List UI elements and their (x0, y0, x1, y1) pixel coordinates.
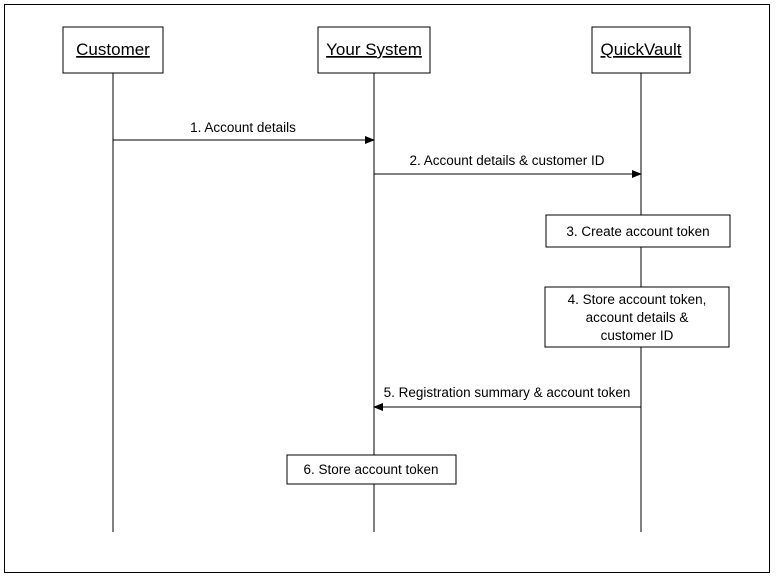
actor-customer: Customer (62, 26, 164, 74)
step-6: 6. Store account token (286, 454, 457, 485)
actor-quickvault: QuickVault (591, 26, 691, 74)
message-2: 2. Account details & customer ID (374, 153, 642, 178)
actor-your-system: Your System (317, 26, 431, 74)
message-1: 1. Account details (113, 120, 375, 144)
message-5-label: 5. Registration summary & account token (384, 385, 631, 400)
step-4-label-line3: customer ID (601, 328, 674, 343)
step-4-label-line2: account details & (586, 310, 689, 325)
step-4: 4. Store account token, account details … (544, 286, 730, 348)
step-4-label-line1: 4. Store account token, (568, 292, 707, 307)
actor-customer-label: Customer (76, 40, 150, 59)
step-6-label: 6. Store account token (303, 462, 438, 477)
actor-your-system-label: Your System (326, 40, 422, 59)
step-3: 3. Create account token (545, 214, 731, 248)
message-1-label: 1. Account details (190, 120, 296, 135)
step-3-label: 3. Create account token (566, 224, 709, 239)
message-5: 5. Registration summary & account token (373, 385, 641, 411)
actor-quickvault-label: QuickVault (601, 40, 682, 59)
message-2-label: 2. Account details & customer ID (409, 153, 604, 168)
